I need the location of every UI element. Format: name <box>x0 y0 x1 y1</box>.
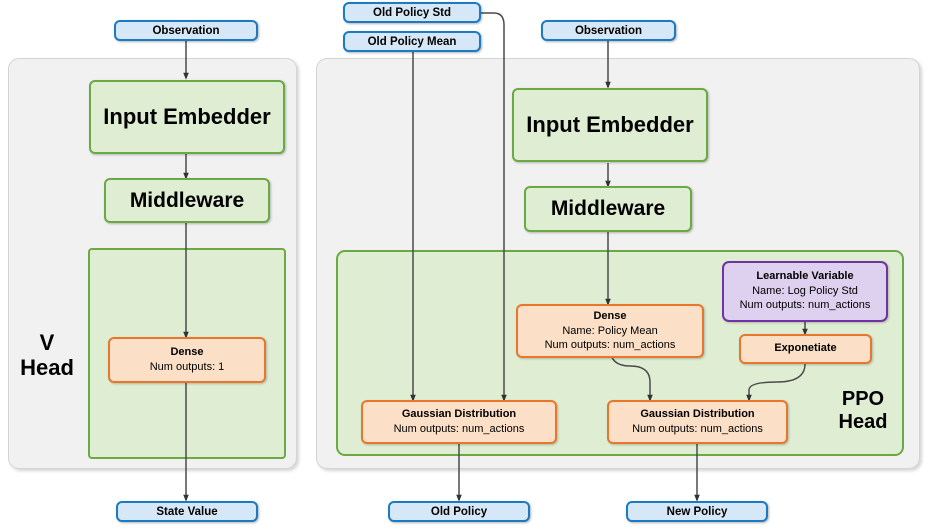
v-head-label: V Head <box>20 330 74 381</box>
v-middleware-block[interactable]: Middleware <box>104 178 270 223</box>
learnable-variable-name: Name: Log Policy Std <box>752 285 858 298</box>
gaussian-old-num-outputs: Num outputs: num_actions <box>393 422 525 435</box>
v-dense-num-outputs: Num outputs: 1 <box>149 360 225 373</box>
gaussian-distribution-old-block[interactable]: Gaussian Distribution Num outputs: num_a… <box>361 400 557 444</box>
gaussian-new-num-outputs: Num outputs: num_actions <box>632 422 763 435</box>
ppo-dense-policy-mean-block[interactable]: Dense Name: Policy Mean Num outputs: num… <box>516 304 704 358</box>
input-old-policy-std[interactable]: Old Policy Std <box>343 2 481 23</box>
ppo-dense-name: Name: Policy Mean <box>562 324 658 337</box>
input-old-policy-mean[interactable]: Old Policy Mean <box>343 31 481 52</box>
exponentiate-title: Exponetiate <box>774 342 837 355</box>
learnable-variable-block[interactable]: Learnable Variable Name: Log Policy Std … <box>722 261 888 322</box>
output-old-policy[interactable]: Old Policy <box>388 501 530 522</box>
v-input-embedder-block[interactable]: Input Embedder <box>89 80 285 154</box>
learnable-variable-title: Learnable Variable <box>756 270 854 283</box>
ppo-input-embedder-block[interactable]: Input Embedder <box>512 88 708 162</box>
input-observation-v[interactable]: Observation <box>114 20 258 41</box>
gaussian-new-title: Gaussian Distribution <box>640 407 755 420</box>
output-state-value[interactable]: State Value <box>116 501 258 522</box>
ppo-head-label: PPO Head <box>838 388 888 433</box>
v-dense-block[interactable]: Dense Num outputs: 1 <box>108 337 266 383</box>
ppo-dense-title: Dense <box>593 309 627 322</box>
output-new-policy[interactable]: New Policy <box>626 501 768 522</box>
gaussian-old-title: Gaussian Distribution <box>401 407 517 420</box>
learnable-variable-num-outputs: Num outputs: num_actions <box>739 299 871 312</box>
ppo-dense-num-outputs: Num outputs: num_actions <box>544 338 676 351</box>
v-dense-title: Dense <box>170 345 204 358</box>
gaussian-distribution-new-block[interactable]: Gaussian Distribution Num outputs: num_a… <box>607 400 788 444</box>
ppo-middleware-block[interactable]: Middleware <box>524 186 692 232</box>
input-observation-ppo[interactable]: Observation <box>541 20 676 41</box>
exponentiate-block[interactable]: Exponetiate <box>739 334 872 364</box>
